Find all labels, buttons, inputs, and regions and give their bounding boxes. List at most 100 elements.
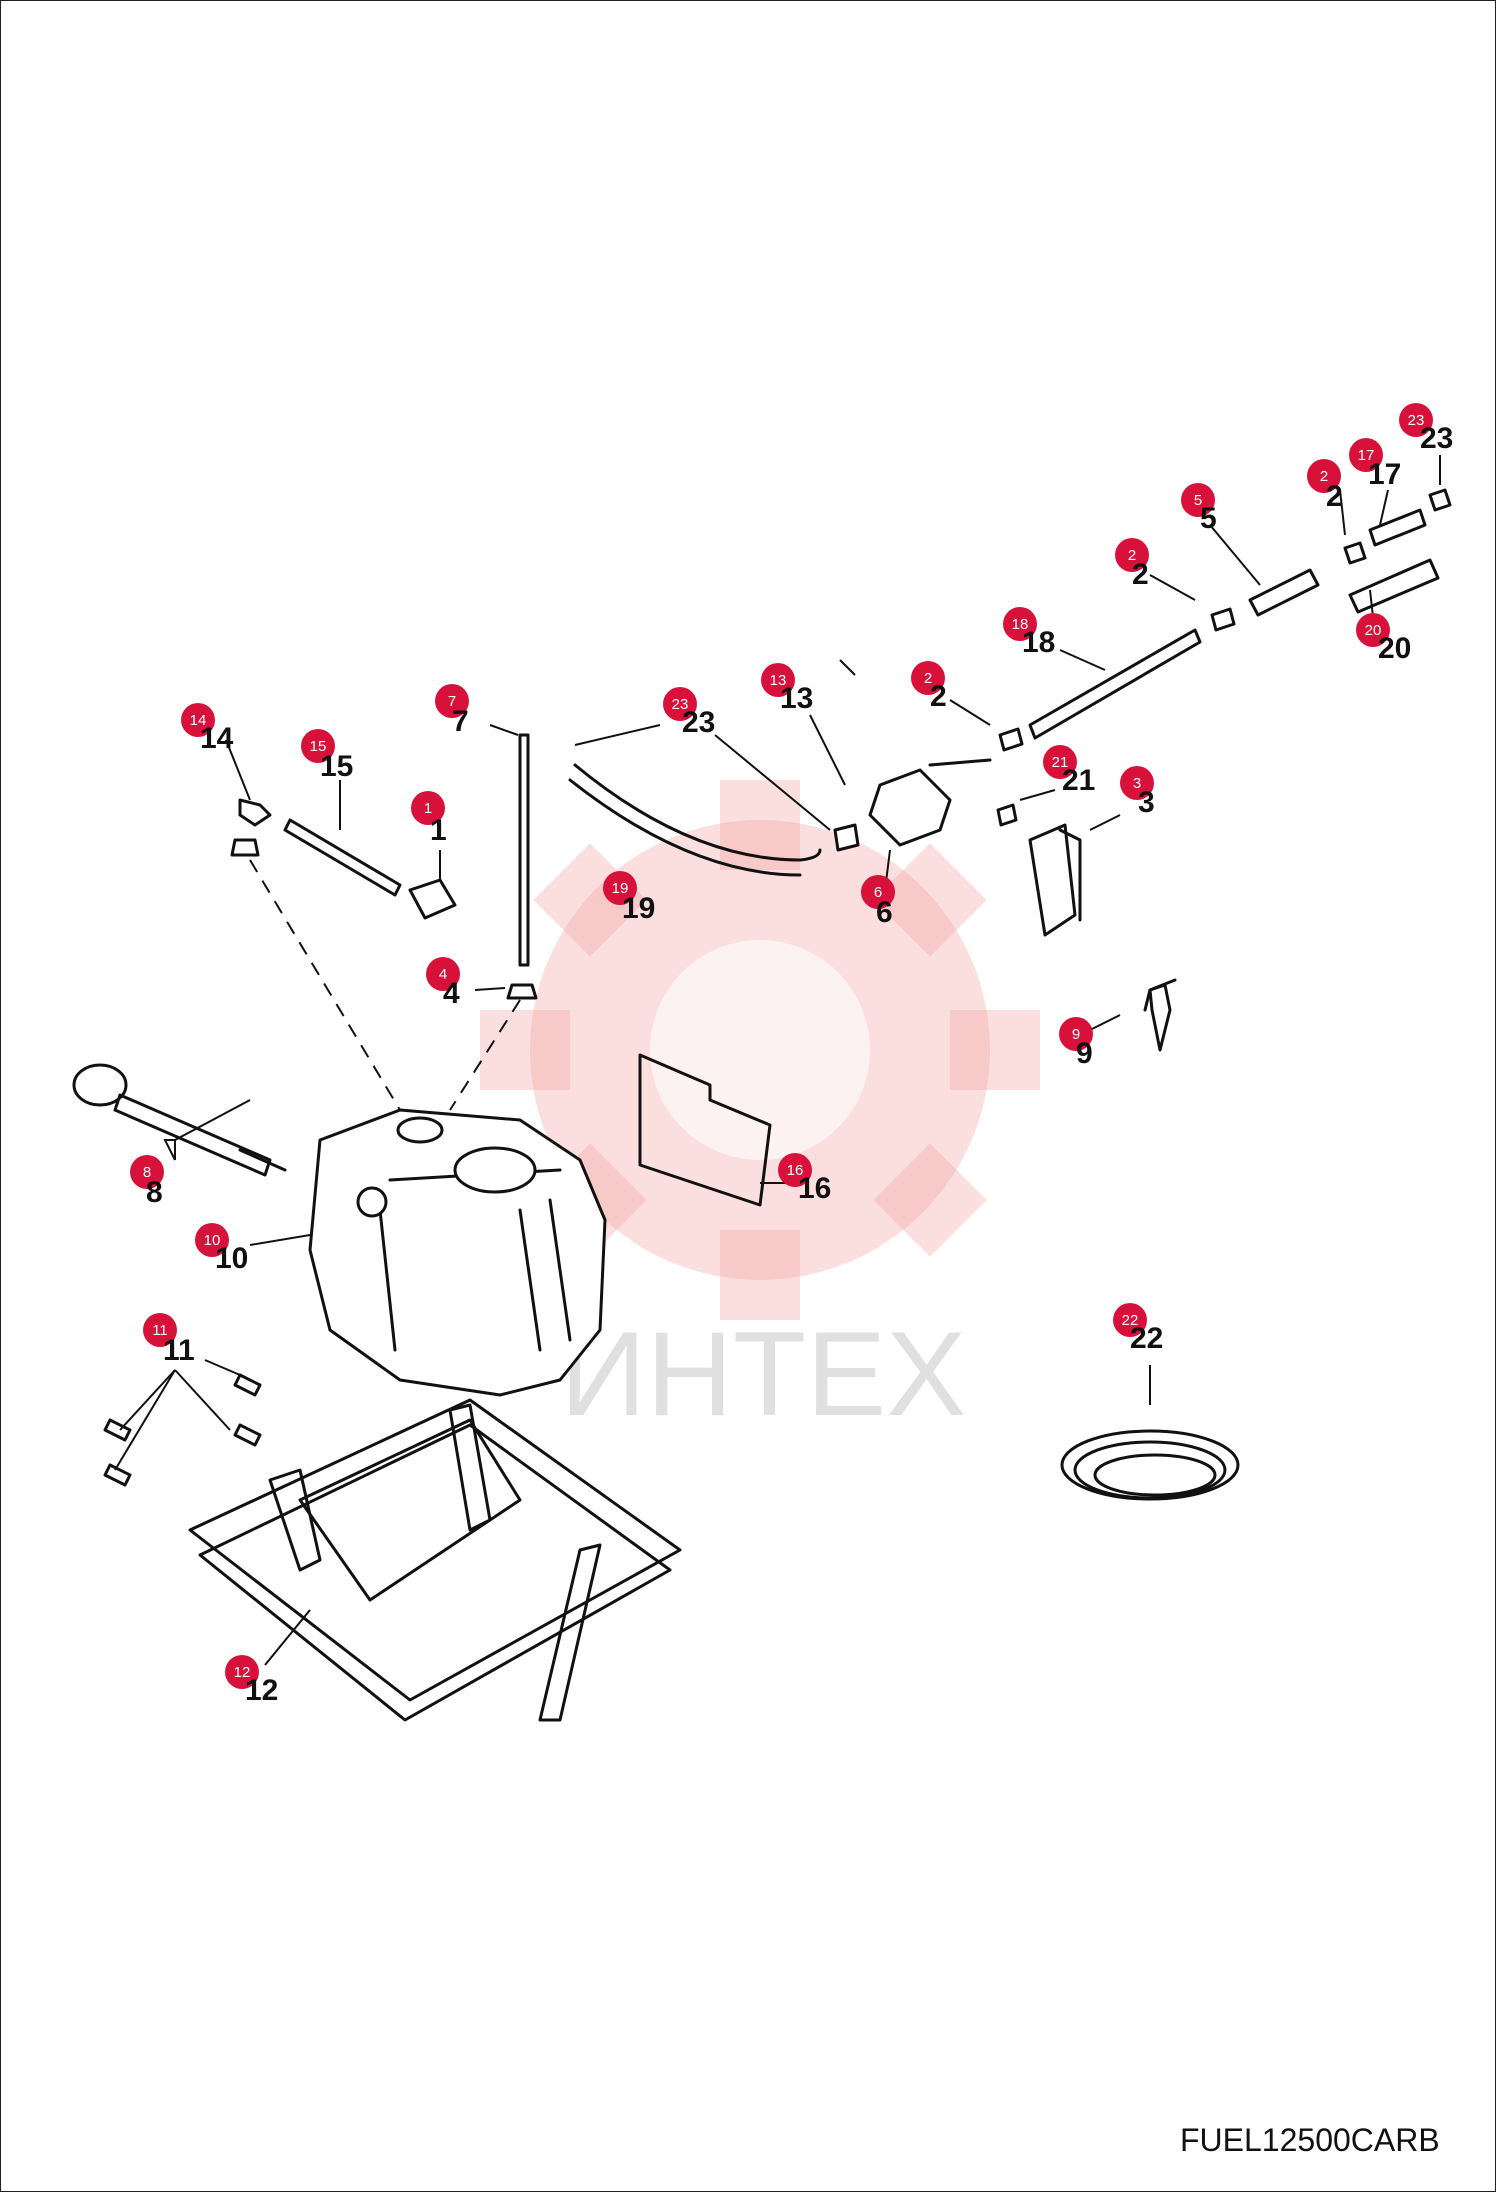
callout-badge-number: 18 <box>1012 616 1029 633</box>
part-inline-filter <box>1248 568 1320 617</box>
callout-c2a: 22 <box>911 661 947 713</box>
callout-label: 2 <box>1326 480 1343 513</box>
callout-badge-number: 5 <box>1194 492 1202 509</box>
part-bracket-3 <box>996 803 1082 937</box>
callout-badge-number: 13 <box>770 672 787 689</box>
callout-badge <box>1181 483 1215 517</box>
part-tank-frame <box>188 1398 682 1722</box>
callout-badge-number: 6 <box>874 884 882 901</box>
callout-badge <box>1043 745 1077 779</box>
callout-c5: 55 <box>1181 483 1217 535</box>
callout-label: 11 <box>163 1334 195 1367</box>
callout-badge-number: 1 <box>424 800 432 817</box>
part-fuel-pump <box>833 758 992 852</box>
callout-label: 20 <box>1378 632 1411 665</box>
callout-badge-number: 22 <box>1122 1312 1139 1329</box>
callout-badge-number: 23 <box>1408 412 1425 429</box>
callout-label: 12 <box>245 1674 278 1707</box>
callout-badge-number: 10 <box>204 1232 221 1249</box>
callout-label: 9 <box>1076 1037 1093 1070</box>
part-clamp-23 <box>1428 488 1452 512</box>
leader-lines <box>114 455 1441 1666</box>
diagram-code: FUEL12500CARB <box>1180 2122 1440 2158</box>
callout-badge <box>1356 613 1390 647</box>
callout-badge <box>301 729 335 763</box>
callout-c6: 66 <box>861 875 895 929</box>
callout-badge-number: 19 <box>612 880 629 897</box>
callout-label: 13 <box>780 682 813 715</box>
part-tube-20 <box>1348 558 1440 614</box>
callout-label: 8 <box>146 1176 163 1209</box>
callout-badge <box>911 661 945 695</box>
part-tube-18 <box>1028 628 1202 740</box>
callout-badge <box>435 684 469 718</box>
callout-badge-number: 2 <box>1320 468 1328 485</box>
callout-label: 1 <box>430 814 447 847</box>
part-sensor-9 <box>1143 978 1177 1052</box>
callout-badge-number: 12 <box>234 1664 251 1681</box>
callout-badge-number: 9 <box>1072 1026 1080 1043</box>
callout-badge <box>1113 1303 1147 1337</box>
callout-badge <box>1120 766 1154 800</box>
callout-label: 5 <box>1200 502 1217 535</box>
part-hose-coil-22 <box>1060 1429 1240 1501</box>
callout-badge <box>130 1155 164 1189</box>
callout-badge-number: 16 <box>787 1162 804 1179</box>
callout-badge <box>761 663 795 697</box>
callout-label: 17 <box>1368 458 1401 491</box>
callout-group: 1122222233445566778899101011111212131314… <box>130 403 1453 1707</box>
callout-badge <box>861 875 895 909</box>
callout-label: 6 <box>876 896 893 929</box>
callout-c3: 33 <box>1120 766 1155 819</box>
callout-badge <box>195 1223 229 1257</box>
callout-label: 23 <box>682 706 715 739</box>
callout-c7: 77 <box>435 684 469 738</box>
callout-badge-number: 14 <box>190 712 207 729</box>
callout-label: 2 <box>930 680 947 713</box>
part-hose-19-inner <box>568 778 802 877</box>
callout-label: 22 <box>1130 1322 1163 1355</box>
callout-badge-number: 2 <box>1128 547 1136 564</box>
callout-label: 16 <box>798 1172 831 1205</box>
part-upper-left-fittings <box>230 733 538 1000</box>
part-clamp-2b <box>1210 607 1236 632</box>
callout-c4: 44 <box>426 957 460 1010</box>
assembly-line-left <box>249 859 401 1111</box>
callout-label: 21 <box>1062 764 1095 797</box>
callout-label: 10 <box>215 1242 248 1275</box>
part-clamp-2 <box>998 727 1024 752</box>
part-gasket-16 <box>638 1053 772 1207</box>
callout-label: 15 <box>320 750 353 783</box>
part-filler-neck <box>72 1063 287 1177</box>
callout-label: 14 <box>200 722 234 755</box>
callout-label: 2 <box>1132 558 1149 591</box>
callout-badge <box>143 1313 177 1347</box>
callout-badge <box>426 957 460 991</box>
callout-badge <box>663 687 697 721</box>
callout-badge <box>1307 459 1341 493</box>
callout-badge-number: 4 <box>439 966 447 983</box>
callout-badge <box>181 703 215 737</box>
callout-badge-number: 3 <box>1133 775 1141 792</box>
callout-badge <box>1059 1017 1093 1051</box>
part-bolts <box>103 1373 262 1487</box>
callout-badge <box>411 791 445 825</box>
callout-label: 18 <box>1022 626 1055 659</box>
callout-c8: 88 <box>130 1155 164 1209</box>
callout-label: 23 <box>1420 422 1453 455</box>
callout-badge-number: 7 <box>448 693 456 710</box>
